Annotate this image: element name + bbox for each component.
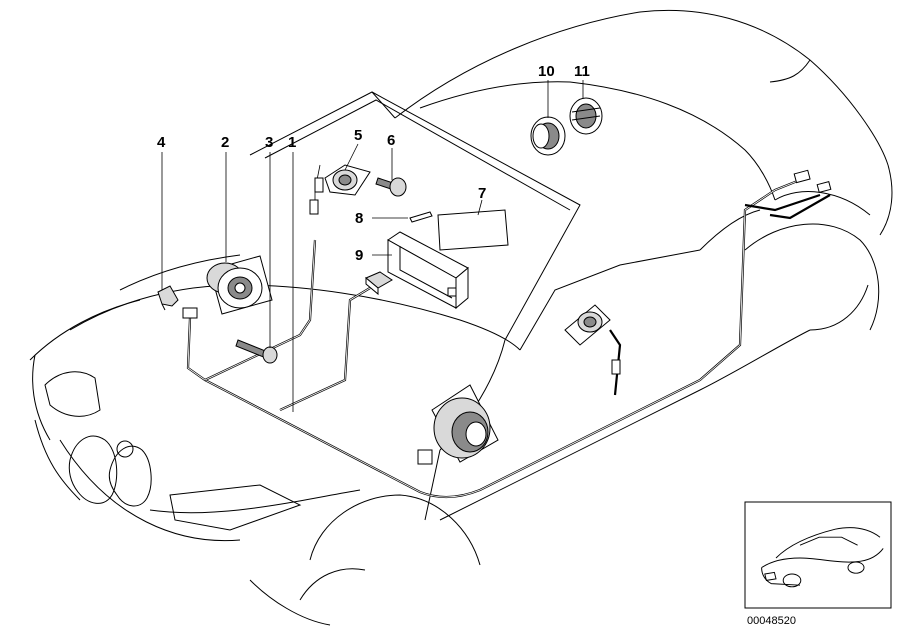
reference-number: 00048520 bbox=[747, 615, 796, 627]
callout-10: 10 bbox=[538, 63, 555, 80]
callout-1: 1 bbox=[288, 134, 296, 151]
part-6-bolt bbox=[375, 177, 407, 197]
callout-4: 4 bbox=[157, 134, 166, 151]
antenna-connector bbox=[365, 271, 393, 296]
part-7-panel bbox=[437, 209, 509, 251]
door-speaker bbox=[431, 384, 499, 463]
callout-7: 7 bbox=[478, 185, 486, 202]
callout-5: 5 bbox=[354, 127, 362, 144]
callout-9: 9 bbox=[355, 247, 363, 264]
callout-11: 11 bbox=[574, 63, 590, 80]
part-2-speaker bbox=[206, 255, 273, 315]
callout-3: 3 bbox=[265, 134, 273, 151]
part-8-pin bbox=[409, 211, 433, 223]
vehicle-thumbnail: 00048520 bbox=[744, 501, 892, 627]
part-9-frame bbox=[387, 231, 469, 310]
part-4-clip bbox=[157, 285, 179, 311]
leader-lines bbox=[161, 80, 584, 412]
part-11-cover bbox=[569, 97, 603, 135]
callout-8: 8 bbox=[355, 210, 363, 227]
callout-labels: 1 2 3 4 5 6 7 8 9 10 11 bbox=[157, 63, 590, 264]
callout-6: 6 bbox=[387, 132, 395, 149]
part-10-ring bbox=[530, 116, 566, 156]
car-body-outline bbox=[29, 9, 893, 626]
rear-tweeter bbox=[564, 304, 611, 346]
part-5-tweeter bbox=[314, 164, 371, 196]
part-3-screw bbox=[235, 339, 278, 364]
callout-2: 2 bbox=[221, 134, 229, 151]
wiring-harness bbox=[182, 164, 832, 499]
